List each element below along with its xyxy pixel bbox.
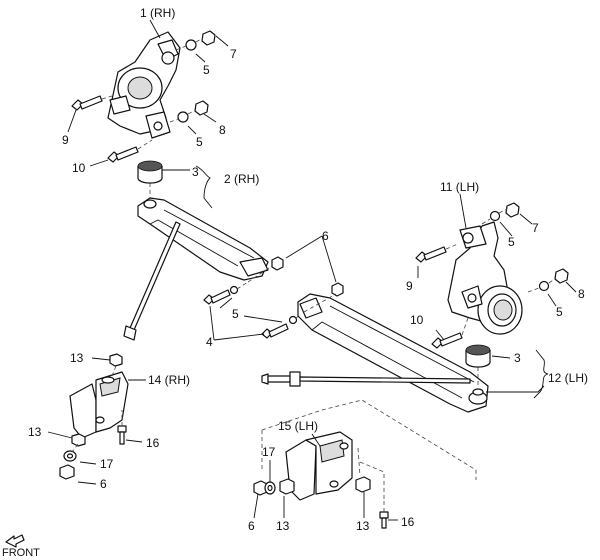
label-10-rh: 10 [72, 161, 86, 175]
label-5-lh-lower: 5 [556, 305, 563, 319]
rh-bushing-13-upper [109, 353, 123, 377]
lh-lower-nut-washer [527, 268, 569, 293]
lh-bolt-16 [379, 498, 389, 529]
label-5-lh-upper: 5 [508, 235, 515, 249]
label-17-lh: 17 [262, 445, 276, 459]
front-arrow-icon [5, 534, 25, 548]
lh-bushing-13-left [279, 478, 295, 495]
rh-bolt-9 [71, 95, 113, 111]
label-12-lh: 12 (LH) [548, 371, 588, 385]
leader-lines [47, 19, 577, 521]
label-13-rh-upper: 13 [70, 351, 84, 365]
rh-bolt-16 [117, 410, 127, 445]
label-15-lh: 15 (LH) [278, 419, 318, 433]
label-13-lh-right: 13 [356, 519, 370, 533]
lh-upper-nut-washer [481, 202, 520, 225]
rh-lower-arm [137, 197, 269, 281]
rh-bracket [69, 371, 129, 439]
lh-bushing [465, 344, 491, 386]
label-6-rh: 6 [100, 477, 107, 491]
label-9-lh: 9 [406, 279, 413, 293]
lh-bolt-10 [431, 317, 469, 349]
rh-upper-nut-washer [175, 30, 216, 51]
lh-bolt-9 [415, 243, 459, 263]
rh-washer-17 [63, 450, 77, 462]
label-3-lh: 3 [514, 351, 521, 365]
center-nut-6 [271, 256, 344, 297]
label-4: 4 [206, 335, 213, 349]
label-8-rh: 8 [219, 123, 226, 137]
lh-stabilizer-link [261, 371, 471, 387]
label-5-rh-upper: 5 [203, 63, 210, 77]
front-label: FRONT [2, 547, 40, 559]
label-17-rh: 17 [100, 457, 114, 471]
label-9-rh: 9 [62, 133, 69, 147]
label-13-lh-left: 13 [276, 519, 290, 533]
label-13-rh-lower: 13 [28, 425, 42, 439]
label-6-center: 6 [322, 229, 329, 243]
lh-bushing-13-right [355, 476, 371, 493]
label-2-rh: 2 (RH) [224, 172, 259, 186]
rh-bushing-13-lower [71, 433, 86, 447]
rh-bolt-10 [107, 139, 153, 163]
label-16-rh: 16 [146, 436, 160, 450]
rh-steering-knuckle [107, 31, 181, 139]
label-6-lh: 6 [248, 519, 255, 533]
label-14-rh: 14 (RH) [148, 373, 190, 387]
label-8-lh: 8 [578, 287, 585, 301]
rh-bushing [137, 160, 163, 198]
label-1-rh: 1 (RH) [140, 6, 175, 20]
label-11-lh: 11 (LH) [440, 180, 479, 194]
label-16-lh: 16 [401, 515, 415, 529]
rh-stabilizer-link [123, 221, 181, 341]
center-bolt-upper [203, 281, 249, 305]
label-10-lh: 10 [410, 313, 424, 327]
label-5-center: 5 [232, 307, 239, 321]
label-7-lh: 7 [532, 221, 539, 235]
lh-washer-17 [264, 481, 276, 495]
rh-lower-nut-washer [169, 100, 209, 123]
label-5-rh-lower: 5 [196, 135, 203, 149]
label-3-rh: 3 [192, 165, 199, 179]
label-7-rh: 7 [230, 47, 237, 61]
lh-steering-knuckle [447, 221, 523, 335]
lh-bracket [285, 431, 353, 501]
rh-nut-6 [59, 464, 75, 480]
